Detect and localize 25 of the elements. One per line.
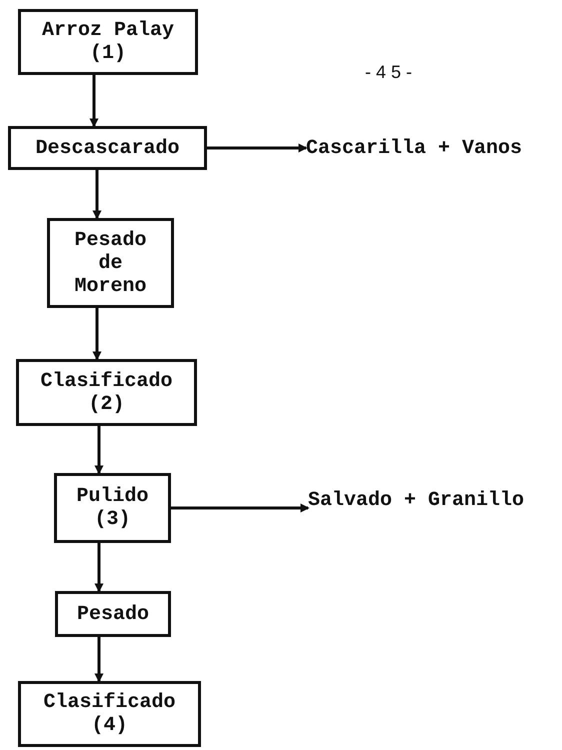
connector-arrow (94, 426, 104, 474)
connector-arrow (90, 75, 98, 128)
box-text: Pesado (76, 602, 149, 626)
process-box (18, 681, 201, 747)
connector-arrow (94, 637, 104, 682)
process-box (55, 591, 171, 637)
process-box (18, 9, 198, 75)
connector-arrow (207, 144, 308, 152)
box-text: Clasificado (4) (42, 691, 177, 737)
output-label: Salvado + Granillo (308, 486, 560, 514)
box-text: Arroz Palay (1) (40, 19, 176, 65)
box-text: Clasificado (2) (39, 370, 174, 416)
box-text: Pulido (3) (75, 485, 150, 531)
connector-arrow (94, 543, 104, 592)
output-label: Cascarilla + Vanos (306, 134, 560, 162)
process-box (54, 473, 171, 543)
connector-arrow (92, 170, 102, 220)
process-box (47, 218, 174, 308)
connector-arrow (171, 504, 310, 512)
process-box (8, 126, 207, 170)
connector-arrow (92, 308, 102, 360)
page-number: - 4 5 - (365, 62, 412, 83)
box-text: Descascarado (35, 136, 180, 160)
box-text: Pesado de Moreno (73, 228, 148, 298)
process-box (16, 359, 197, 426)
